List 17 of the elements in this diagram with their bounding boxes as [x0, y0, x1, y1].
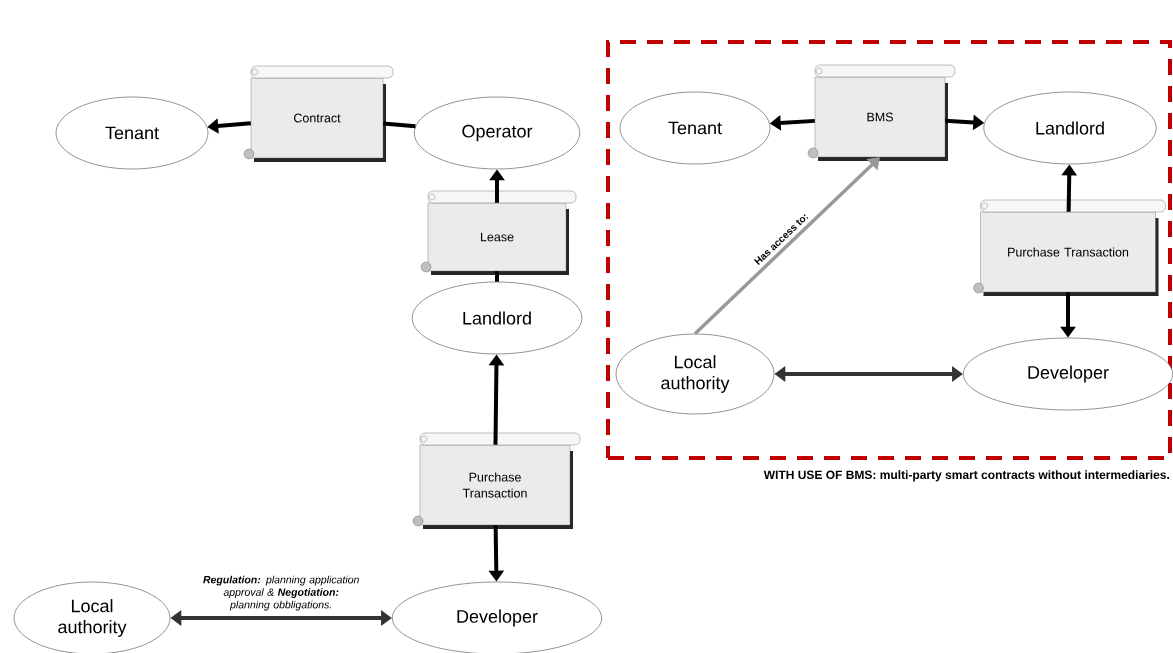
scroll-box: Lease [420, 190, 577, 275]
ellipse-node: Tenant [619, 91, 771, 165]
scroll-box: BMS [807, 64, 956, 161]
scroll-box: Purchase Transaction [412, 432, 581, 529]
arrow [693, 157, 880, 335]
ellipse-node: Landlord [411, 281, 583, 355]
ellipse-node: Operator [413, 96, 581, 170]
dashed-frame [606, 40, 1172, 460]
ellipse-node: Landlord [983, 91, 1157, 165]
ellipse-node: Developer [963, 337, 1173, 411]
node-label: Developer [1028, 365, 1109, 383]
ellipse-node: Local authority [615, 333, 775, 415]
edge-label: Regulation: planning application approval & Negotiation: planning obbligations. [203, 575, 359, 611]
ellipse-node: Tenant [55, 96, 209, 170]
scroll-box: Contract [243, 65, 394, 162]
caption: WITH USE OF BMS: multi-party smart contracts without intermediaries. [763, 470, 1169, 482]
scroll-box: Purchase Transaction [973, 199, 1166, 296]
